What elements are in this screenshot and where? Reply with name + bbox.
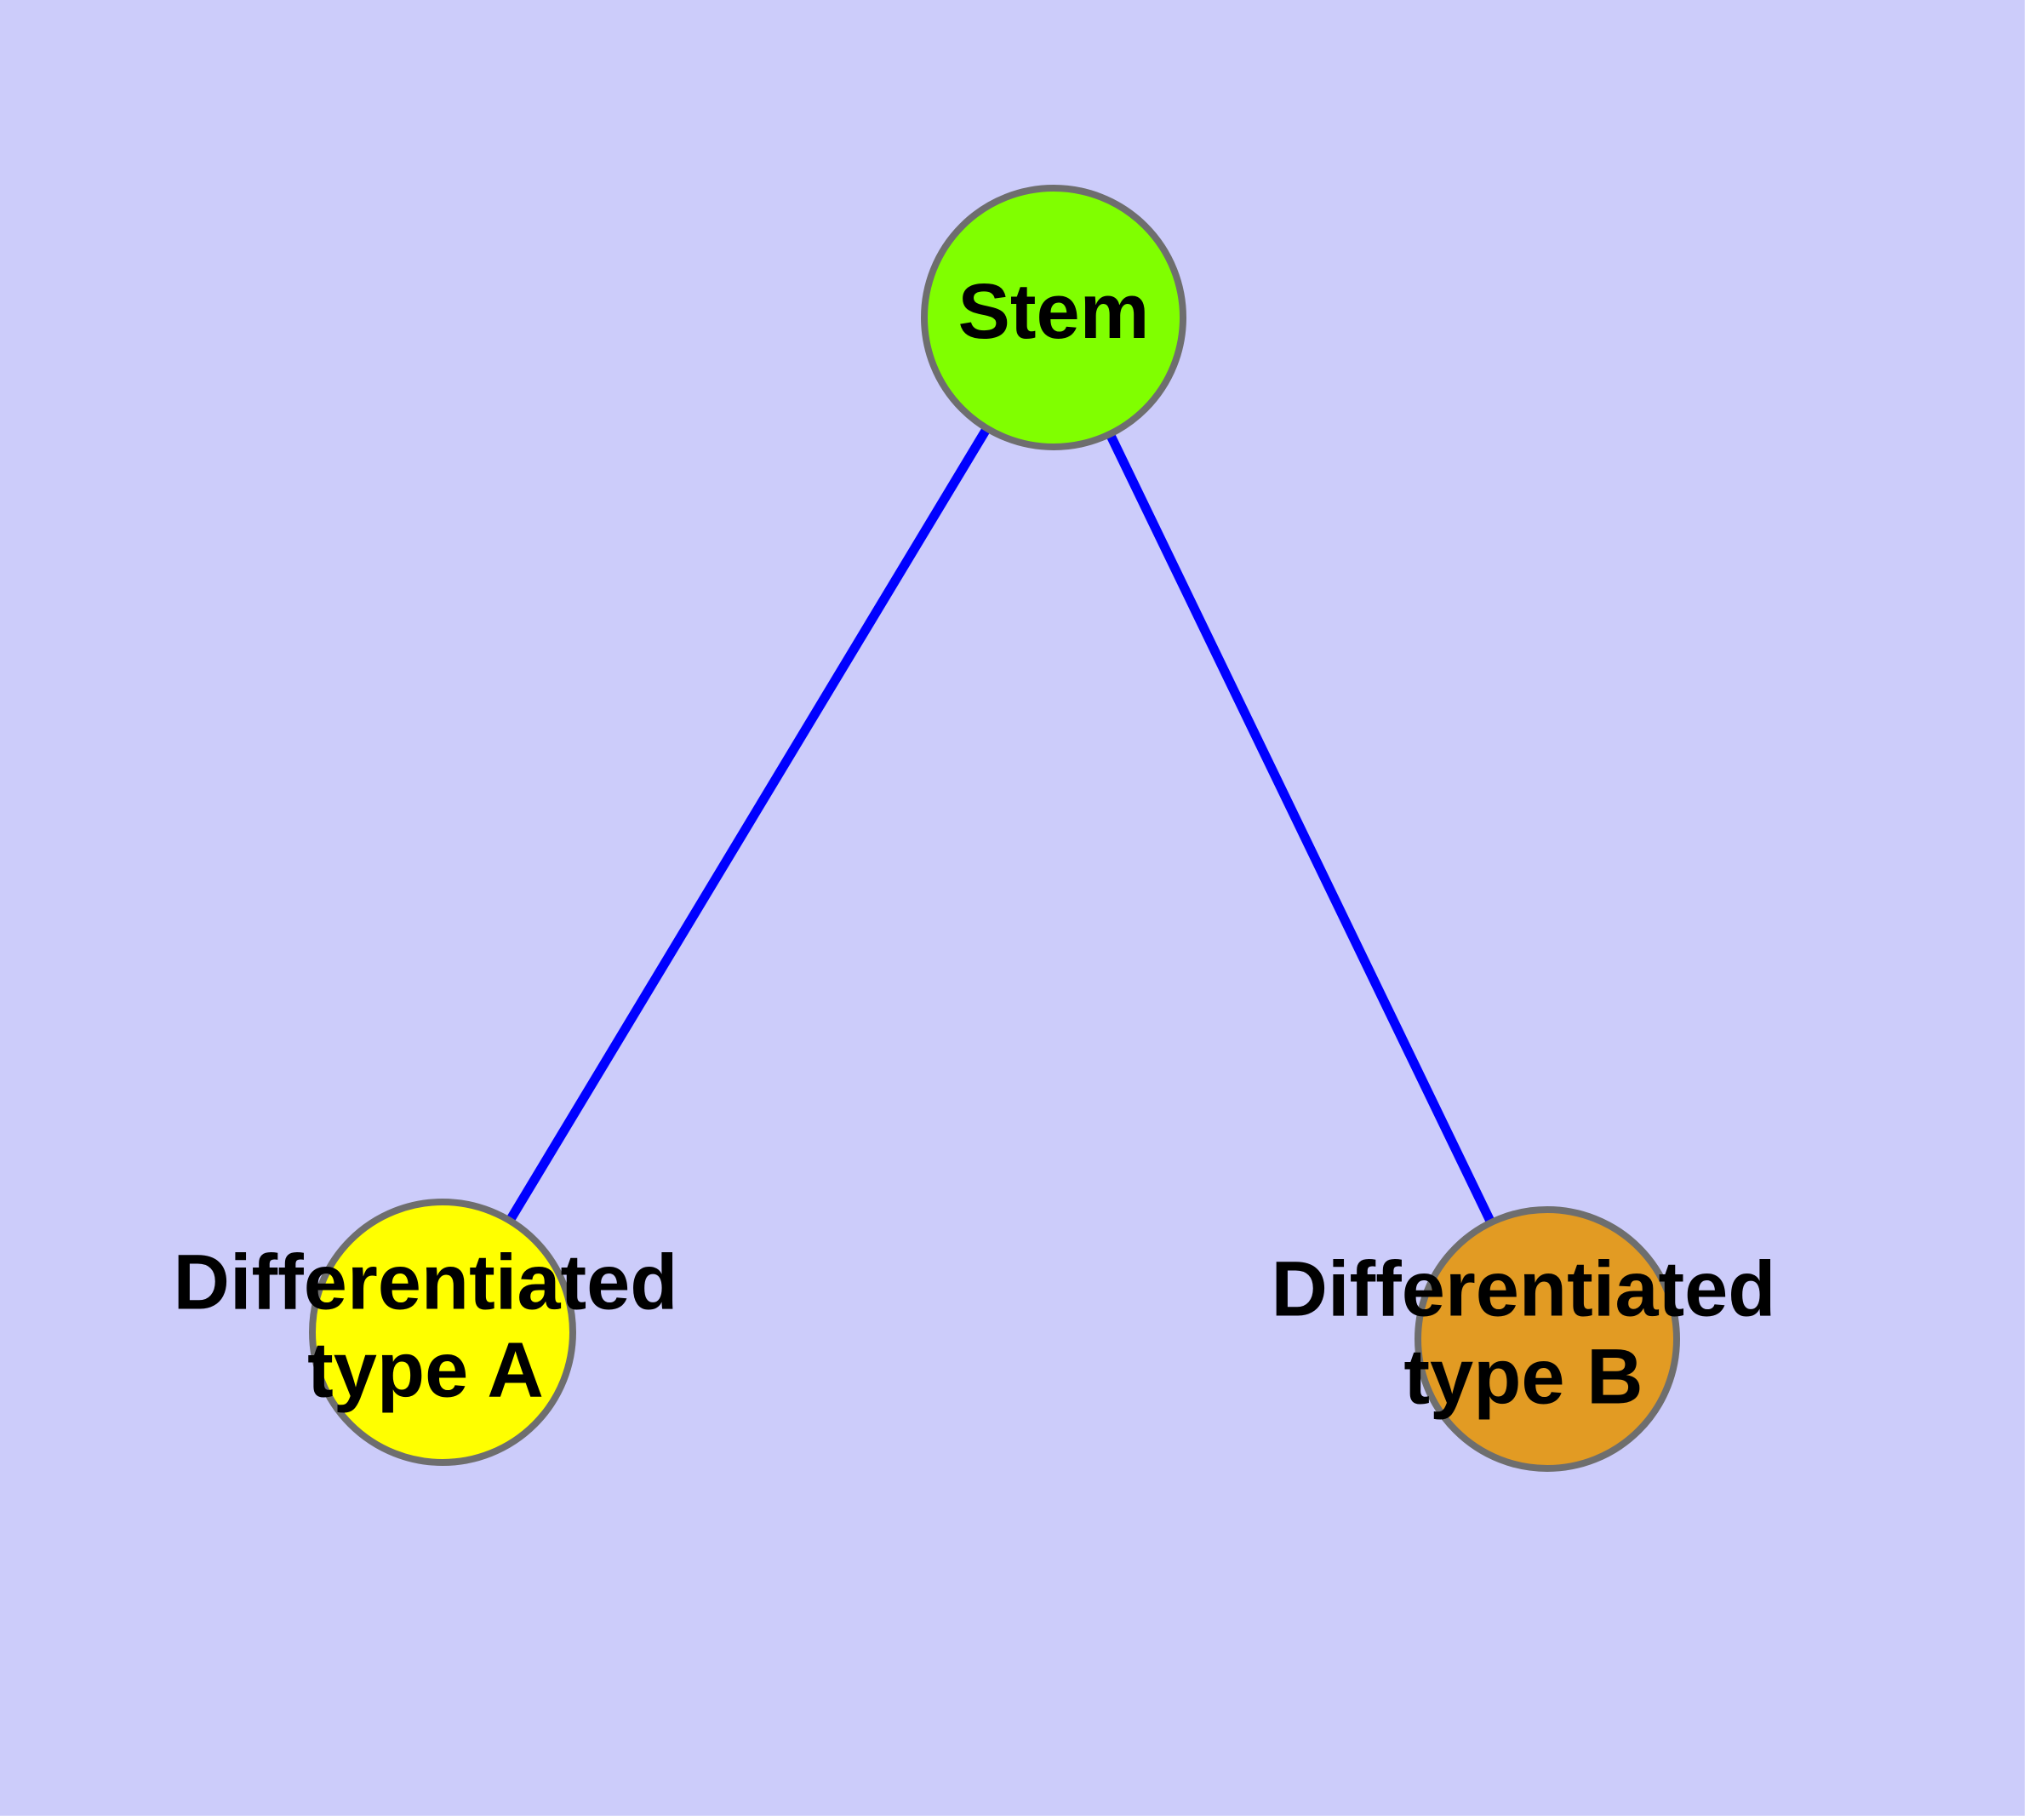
- edges-layer: [438, 315, 1552, 1342]
- node-label-line: Differentiated: [1272, 1246, 1776, 1333]
- graph-node-diff_b[interactable]: [1415, 1206, 1680, 1472]
- node-label-line: Differentiated: [174, 1239, 678, 1326]
- node-label-line: type B: [1403, 1334, 1643, 1421]
- graph-node-stem[interactable]: [921, 185, 1186, 450]
- graph-node-diff_a[interactable]: [309, 1199, 576, 1466]
- node-label-line: Stem: [958, 268, 1150, 355]
- graph-edge[interactable]: [438, 315, 1058, 1335]
- nodes-layer: [309, 185, 1680, 1472]
- node-label-stem: Stem: [958, 268, 1150, 355]
- graph-edge[interactable]: [1049, 315, 1552, 1342]
- node-label-line: type A: [307, 1327, 544, 1414]
